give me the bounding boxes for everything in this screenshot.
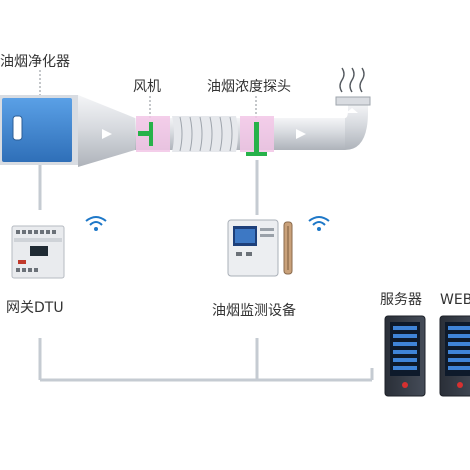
gateway-screen bbox=[30, 246, 48, 256]
duct-outlet bbox=[335, 96, 371, 106]
duct-elbow bbox=[345, 104, 368, 150]
gateway-label: 网关DTU bbox=[6, 300, 64, 316]
web-rack bbox=[439, 315, 470, 397]
monitor-device bbox=[227, 219, 293, 277]
duct-system bbox=[0, 67, 371, 167]
duct-taper bbox=[78, 95, 135, 167]
probe-marker bbox=[254, 122, 259, 152]
wifi-icon bbox=[85, 216, 107, 231]
wifi-icon bbox=[308, 216, 330, 231]
probe-label: 油烟浓度探头 bbox=[207, 79, 291, 95]
fan-label: 风机 bbox=[133, 79, 161, 95]
smoke-icon bbox=[339, 67, 365, 93]
server-rack bbox=[384, 315, 426, 397]
flow-arrow-1 bbox=[102, 129, 112, 139]
flow-arrow-2 bbox=[296, 129, 306, 139]
purifier-unit bbox=[2, 98, 72, 162]
purifier-label: 油烟净化器 bbox=[0, 54, 70, 70]
purifier-handle bbox=[12, 115, 23, 141]
server-label: 服务器 bbox=[380, 292, 422, 308]
gateway-device bbox=[11, 225, 65, 279]
network-bus bbox=[38, 160, 374, 382]
web-label: WEB bbox=[440, 292, 470, 308]
monitor-label: 油烟监测设备 bbox=[212, 303, 296, 319]
